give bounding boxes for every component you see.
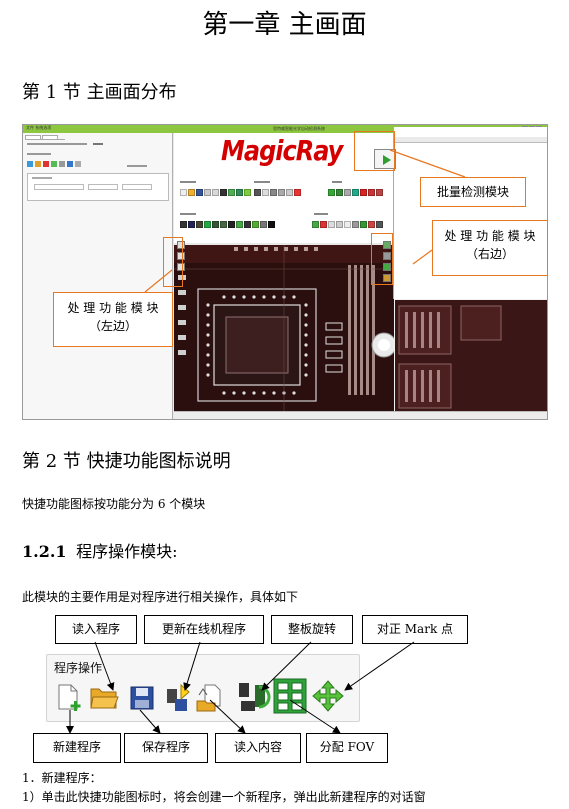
assign-fov-icon[interactable] xyxy=(312,680,344,712)
section2-title: 第 2 节 快捷功能图标说明 xyxy=(22,451,231,472)
save-program-icon[interactable] xyxy=(130,686,154,710)
component-icon[interactable] xyxy=(239,683,255,711)
list-detail-new-program: 1）单击此快捷功能图标时，将会创建一个新程序，弹出此新建程序的对话窗 xyxy=(22,790,426,804)
subsection-number: 1.2.1 xyxy=(22,542,67,561)
label-new-program: 新建程序 xyxy=(33,733,121,763)
left-program-panel xyxy=(23,133,173,419)
program-tree xyxy=(27,173,169,201)
chapter-title: 第一章 主画面 xyxy=(202,10,367,40)
toolbox-row2-left xyxy=(180,221,276,229)
section1-title: 第 1 节 主画面分布 xyxy=(22,82,177,103)
label-assign-fov: 分配 FOV xyxy=(306,733,388,763)
function-toolbox: MagicRay xyxy=(174,133,394,243)
left-side-button-2[interactable] xyxy=(177,252,185,260)
batch-run-button[interactable] xyxy=(374,149,396,169)
right-side-buttons xyxy=(383,241,391,283)
toolbox-row1-left xyxy=(180,189,252,197)
read-content-icon[interactable] xyxy=(196,684,221,712)
toolbox-row1-right xyxy=(328,189,384,197)
right-module-highlight xyxy=(371,233,393,285)
label-save-program: 保存程序 xyxy=(124,733,208,763)
toolbar-title: 程序操作 xyxy=(54,661,103,675)
panel-tabs xyxy=(25,135,65,140)
right-side-button-2[interactable] xyxy=(383,252,391,260)
left-side-button-1[interactable] xyxy=(177,241,185,249)
new-program-icon[interactable] xyxy=(58,684,81,711)
batch-list-header xyxy=(394,137,547,143)
left-side-buttons xyxy=(177,241,185,281)
label-read-program: 读入程序 xyxy=(55,615,137,644)
pcb-main-image xyxy=(174,245,394,411)
left-module-highlight xyxy=(163,237,183,287)
play-icon xyxy=(383,155,391,165)
subsection-name: 程序操作模块: xyxy=(76,542,178,561)
right-callout-line1: 处 理 功 能 模 块 xyxy=(444,229,536,243)
program-ops-toolbar: 程序操作 xyxy=(46,654,360,722)
list-item-new-program: 1．新建程序： xyxy=(22,771,102,785)
subsection-title: 1.2.1 程序操作模块: xyxy=(22,538,178,562)
subsection-desc: 此模块的主要作用是对程序进行相关操作，具体如下 xyxy=(22,590,299,604)
left-callout-line1: 处 理 功 能 模 块 xyxy=(67,301,159,315)
window-title: 思特威智能光学自动检测系统 xyxy=(273,126,325,131)
left-side-button-3[interactable] xyxy=(177,263,185,271)
magicray-logo: MagicRay xyxy=(221,134,343,168)
status-bar xyxy=(174,411,547,419)
main-screen-figure: 文件 系统选项 思特威智能光学自动检测系统 MagicRay xyxy=(22,124,548,420)
toolbox-row2-right xyxy=(312,221,384,229)
right-side-button-4[interactable] xyxy=(383,274,391,282)
label-read-content: 读入内容 xyxy=(215,733,301,763)
left-callout-line2: （左边） xyxy=(88,319,137,333)
right-side-button-1[interactable] xyxy=(383,241,391,249)
left-module-callout: 处 理 功 能 模 块 （左边） xyxy=(53,292,173,347)
menu-bar: 文件 系统选项 xyxy=(26,125,52,130)
right-callout-line2: （右边） xyxy=(465,247,514,261)
label-update-online-program: 更新在线机程序 xyxy=(144,615,264,644)
pcb-thumbnail-image xyxy=(395,300,547,413)
section2-intro: 快捷功能图标按功能分为 6 个模块 xyxy=(22,497,206,511)
right-side-button-3[interactable] xyxy=(383,263,391,271)
label-align-mark: 对正 Mark 点 xyxy=(362,615,468,644)
batch-module-callout: 批量检测模块 xyxy=(420,177,526,207)
toolbox-row1-mid xyxy=(254,189,302,197)
left-icon-row xyxy=(27,161,83,167)
right-module-callout: 处 理 功 能 模 块 （右边） xyxy=(432,220,548,276)
label-rotate-board: 整板旋转 xyxy=(271,615,353,644)
open-program-icon[interactable] xyxy=(90,688,119,709)
